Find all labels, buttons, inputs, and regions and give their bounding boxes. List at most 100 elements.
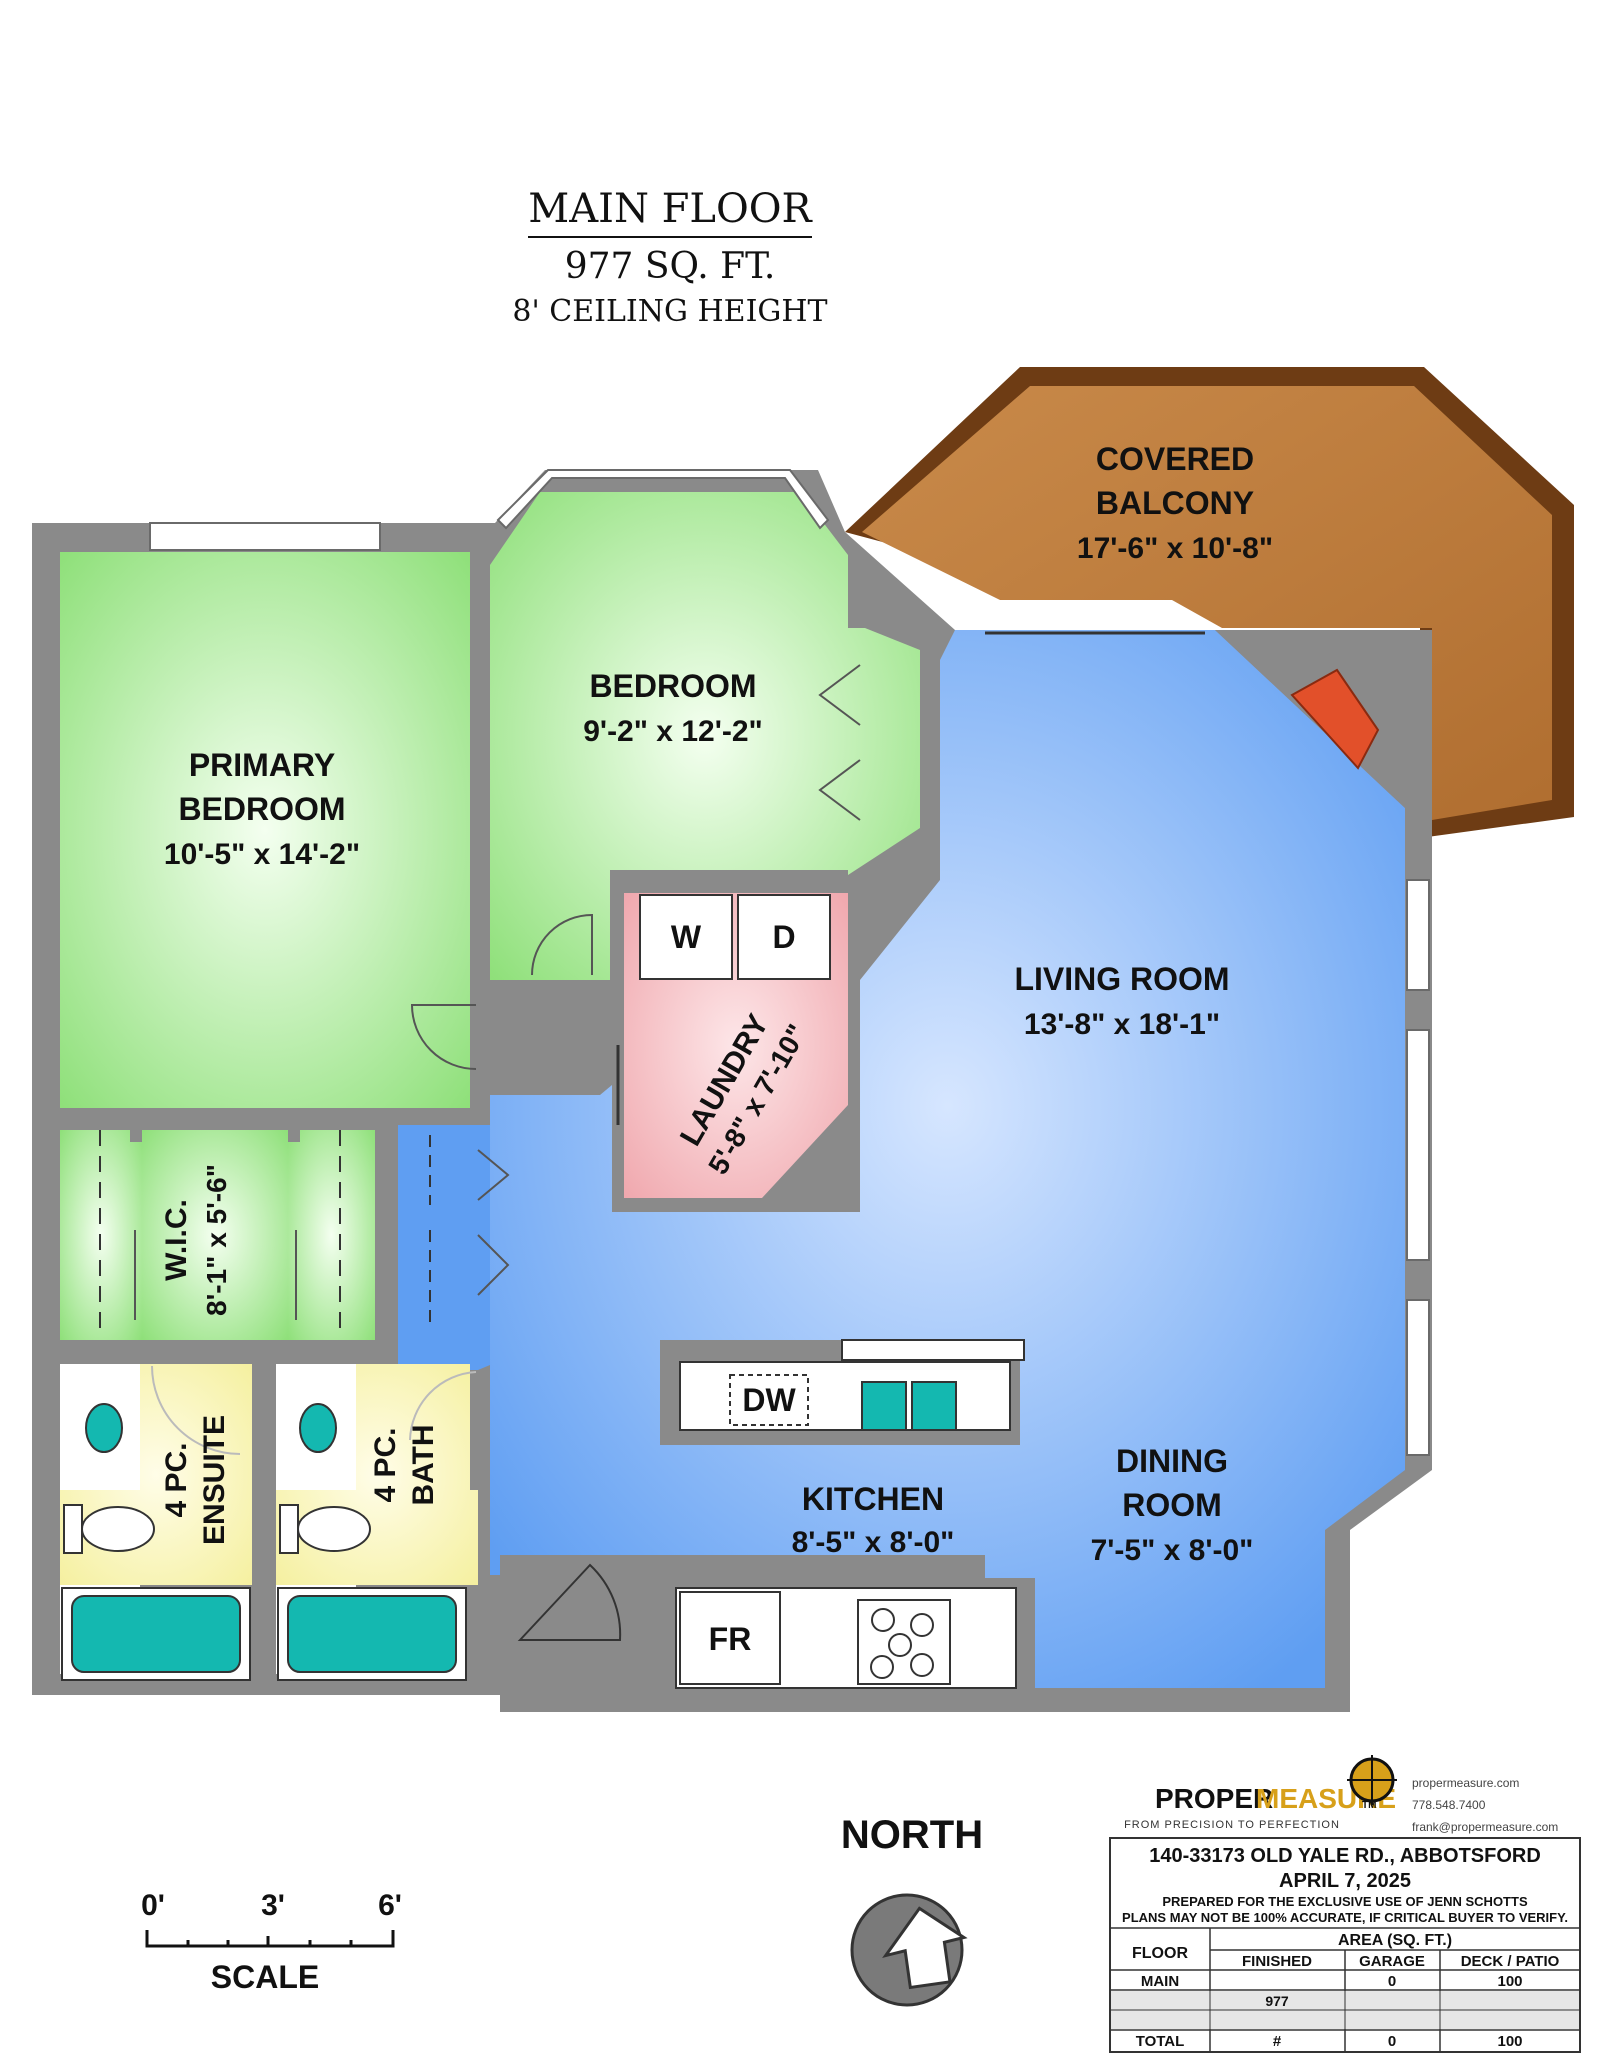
hall-closet-1	[398, 1125, 468, 1210]
entry-door[interactable]	[517, 1563, 622, 1641]
stove-burner-3	[888, 1633, 912, 1657]
brand-email[interactable]: frank@propermeasure.com	[1412, 1820, 1558, 1834]
bath-label-2: BATH	[407, 1424, 440, 1505]
area-floor-header: FLOOR	[1132, 1945, 1188, 1962]
ensuite-tub[interactable]	[71, 1595, 241, 1673]
bath-door[interactable]	[409, 1371, 477, 1441]
brand-tm: TM	[1362, 1800, 1376, 1811]
stove-burner-5	[910, 1653, 934, 1677]
ceiling-height: 8' CEILING HEIGHT	[512, 294, 827, 329]
primary-dims: 10'-5" x 14'-2"	[164, 838, 360, 871]
info-prepared: PREPARED FOR THE EXCLUSIVE USE OF JENN S…	[1162, 1894, 1528, 1909]
area-row-main-garage: 0	[1388, 1973, 1396, 1990]
scale-tick-0: 0'	[141, 1889, 165, 1922]
ensuite: 4 PC. ENSUITE	[60, 1364, 252, 1681]
bedroom-closet-doors[interactable]	[818, 664, 861, 821]
area-row-main-floor: MAIN	[1141, 1973, 1179, 1990]
fridge[interactable]	[679, 1591, 781, 1685]
info-date: APRIL 7, 2025	[1279, 1870, 1411, 1892]
area-row-total-finished: #	[1273, 2033, 1282, 2050]
ensuite-label-1: 4 PC.	[160, 1442, 193, 1517]
living-window-2	[1406, 1029, 1430, 1261]
wic-floor-right	[288, 1130, 375, 1340]
bath: 4 PC. BATH	[276, 1364, 478, 1681]
brand-name-a: PROPER	[1155, 1783, 1273, 1814]
info-address: 140-33173 OLD YALE RD., ABBOTSFORD	[1149, 1845, 1541, 1867]
stove-burner-4	[870, 1655, 894, 1679]
area-col-finished: FINISHED	[1242, 1953, 1312, 1970]
fridge-label: FR	[709, 1621, 752, 1657]
primary-label-2: BEDROOM	[178, 791, 345, 827]
ensuite-label-2: ENSUITE	[198, 1415, 231, 1545]
living-dims: 13'-8" x 18'-1"	[1024, 1008, 1220, 1041]
washer-label: W	[671, 919, 702, 955]
hall-closet-2	[398, 1220, 468, 1335]
primary-label-1: PRIMARY	[189, 747, 335, 783]
balcony-label-2: BALCONY	[1096, 485, 1254, 521]
stove-burner-1	[871, 1608, 895, 1632]
wic-floor-main	[142, 1130, 288, 1340]
primary-bedroom: PRIMARY BEDROOM 10'-5" x 14'-2"	[60, 522, 477, 1108]
kitchen-label: KITCHEN	[802, 1481, 944, 1517]
wic-rails	[99, 1130, 341, 1330]
fireplace[interactable]	[1290, 668, 1380, 770]
floor-area: 977 SQ. FT.	[565, 246, 776, 287]
scale-bar: 0' 3' 6' SCALE	[141, 1889, 402, 1995]
dishwasher[interactable]	[729, 1374, 809, 1426]
area-group-header: AREA (SQ. FT.)	[1338, 1932, 1452, 1949]
balcony: COVERED BALCONY 17'-6" x 10'-8"	[845, 367, 1574, 838]
dining-window	[1406, 1299, 1430, 1456]
area-col-garage: GARAGE	[1359, 1953, 1425, 1970]
dryer[interactable]	[737, 894, 831, 980]
bath-tub[interactable]	[287, 1595, 457, 1673]
primary-bedroom-window	[149, 522, 381, 551]
kitchen-sink-right[interactable]	[911, 1381, 957, 1431]
laundry: W D LAUNDRY 5'-8" x 7'-10"	[616, 893, 848, 1198]
info-disclaimer: PLANS MAY NOT BE 100% ACCURATE, IF CRITI…	[1122, 1910, 1568, 1925]
brand-tagline: FROM PRECISION TO PERFECTION	[1124, 1819, 1340, 1831]
walk-in-closet: W.I.C. 8'-1" x 5'-6"	[60, 1130, 375, 1340]
brand-phone[interactable]: 778.548.7400	[1412, 1798, 1486, 1812]
primary-bedroom-door[interactable]	[410, 1004, 477, 1070]
scale-line	[145, 1930, 395, 1948]
balcony-floor	[862, 386, 1552, 820]
washer[interactable]	[639, 894, 733, 980]
bath-sink[interactable]	[299, 1403, 337, 1453]
primary-bedroom-floor	[60, 552, 470, 1108]
kitchen: DW KITCHEN 8'-5" x 8'-0" FR	[517, 1339, 1025, 1689]
island-top	[841, 1339, 1025, 1361]
dining-label-1: DINING	[1116, 1443, 1228, 1479]
plan-header: MAIN FLOOR 977 SQ. FT. 8' CEILING HEIGHT	[512, 186, 827, 329]
area-table-grid-redraw	[1110, 1990, 1580, 2030]
brand-website[interactable]: propermeasure.com	[1412, 1776, 1519, 1790]
area-row-main-finished: 977	[1265, 1993, 1289, 2009]
bedroom-window	[496, 469, 830, 530]
dishwasher-label: DW	[742, 1382, 796, 1418]
brand-logo: PROPER MEASURE TM FROM PRECISION TO PERF…	[1124, 1755, 1558, 1834]
ensuite-door[interactable]	[151, 1365, 241, 1455]
hall-closets	[398, 1125, 510, 1335]
bedroom-label: BEDROOM	[589, 668, 756, 704]
hall-closet-doors[interactable]	[477, 1149, 510, 1296]
ensuite-sink[interactable]	[85, 1403, 123, 1453]
area-row-total-garage: 0	[1388, 2033, 1396, 2050]
bedroom-dims: 9'-2" x 12'-2"	[583, 715, 762, 748]
ensuite-toilet[interactable]	[81, 1506, 155, 1552]
wic-dims: 8'-1" x 5'-6"	[201, 1164, 232, 1316]
scale-label: SCALE	[211, 1959, 319, 1995]
stove-burner-2	[910, 1613, 934, 1637]
wic-label: W.I.C.	[160, 1199, 193, 1281]
bath-label-1: 4 PC.	[369, 1427, 402, 1502]
info-block: 140-33173 OLD YALE RD., ABBOTSFORD APRIL…	[1109, 1837, 1581, 2053]
scale-tick-6: 6'	[378, 1889, 402, 1922]
living-window-1	[1406, 879, 1430, 991]
area-row-total-floor: TOTAL	[1136, 2033, 1185, 2050]
bedroom-door[interactable]	[531, 913, 593, 976]
bath-toilet-tank	[279, 1504, 299, 1554]
area-col-deck: DECK / PATIO	[1461, 1953, 1560, 1970]
kitchen-sink-left[interactable]	[861, 1381, 907, 1431]
bath-toilet[interactable]	[297, 1506, 371, 1552]
brand-crosshair-icon	[1347, 1755, 1397, 1805]
north-label: NORTH	[841, 1813, 983, 1857]
